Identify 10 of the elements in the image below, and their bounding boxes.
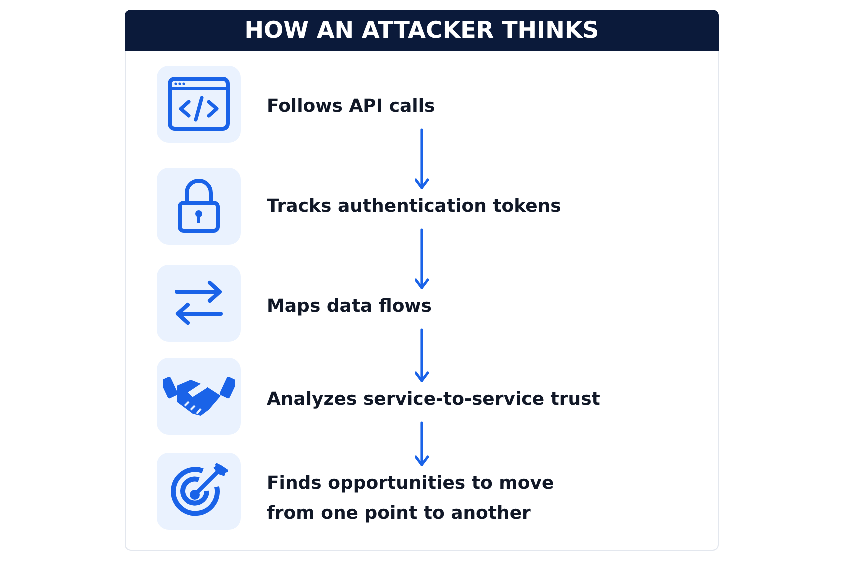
arrow: [414, 422, 430, 466]
title-banner: HOW AN ATTACKER THINKS: [125, 10, 719, 51]
step-text: Analyzes service-to-service trust: [267, 385, 687, 415]
step-text: Tracks authentication tokens: [267, 192, 687, 222]
step-text: Maps data flows: [267, 292, 687, 322]
step-text: Finds opportunities to move from one point to another: [267, 469, 597, 529]
arrow: [414, 228, 430, 290]
step-text: Follows API calls: [267, 92, 687, 122]
arrow: [414, 328, 430, 382]
arrow: [414, 128, 430, 190]
